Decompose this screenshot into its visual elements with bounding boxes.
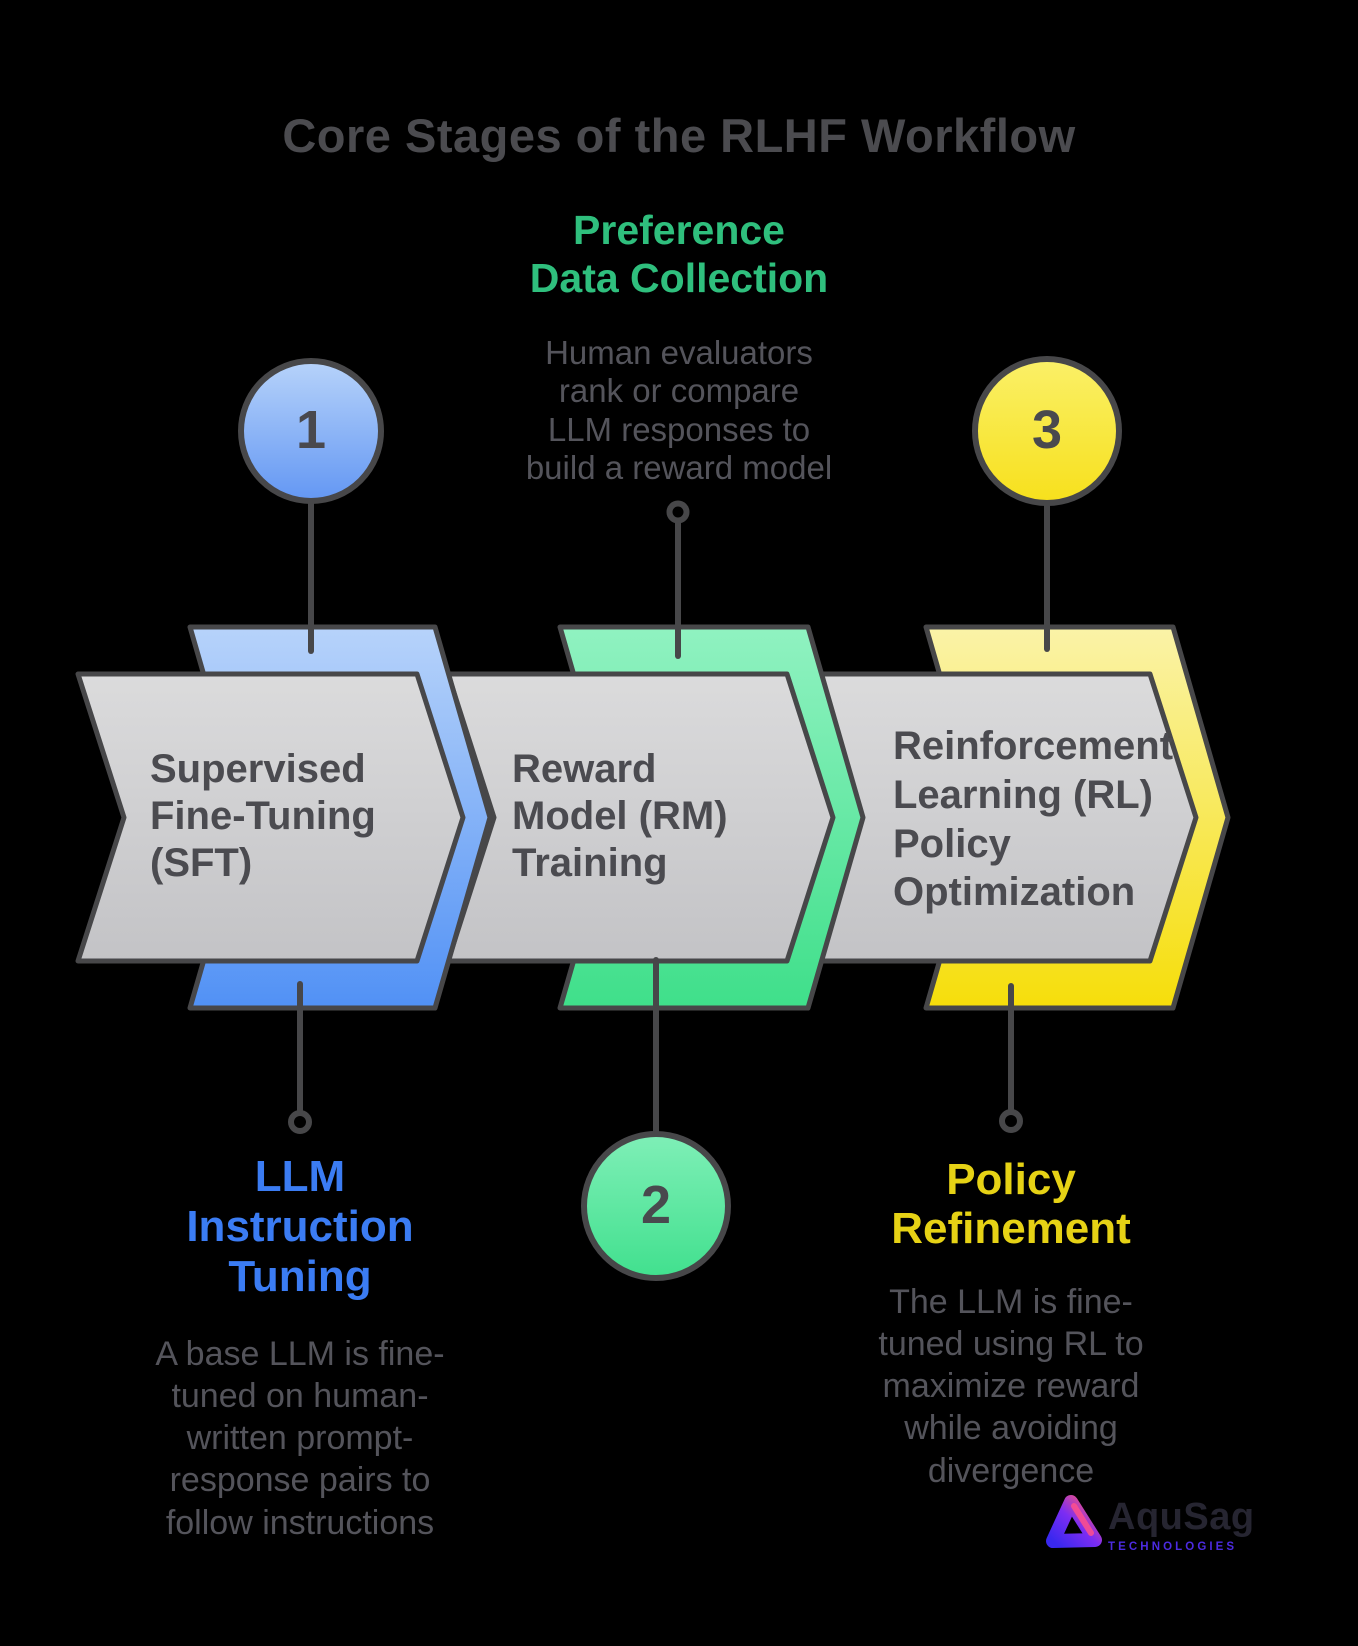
stage-1-arrow (75, 671, 466, 964)
stage-3-badge-circle (972, 356, 1122, 506)
stage-3-badge-number: 3 (1031, 399, 1063, 460)
stage-2-arrow (445, 671, 836, 964)
stage-2-top-connector-dot (666, 500, 690, 524)
aqusag-brand-tagline: TECHNOLOGIES (1108, 1541, 1238, 1553)
stage-2-badge-circle (581, 1131, 731, 1281)
stage-2-arrow-label: Reward Model (RM) Training (512, 747, 728, 886)
stage-1-badge-circle (238, 358, 384, 504)
stage-1-badge-number: 1 (295, 399, 327, 460)
stage-3-arrow-label: Reinforcement Learning (RL) Policy Optim… (893, 724, 1174, 915)
stage-3-callout-body: The LLM is fine- tuned using RL to maxim… (878, 1283, 1144, 1490)
stage-1-arrow-label: Supervised Fine-Tuning (SFT) (150, 747, 376, 886)
stage-1-callout-title: LLM Instruction Tuning (186, 1152, 414, 1302)
stage-2-callout-title: Preference Data Collection (529, 207, 829, 301)
stage-3-bottom-connector-dot (999, 1109, 1023, 1133)
page-title: Core Stages of the RLHF Workflow (282, 109, 1076, 162)
stage-3-callout-title: Policy Refinement (891, 1155, 1131, 1254)
stage-2-badge-number: 2 (640, 1174, 672, 1235)
aqusag-logo-icon-highlight (1071, 1503, 1094, 1536)
aqusag-brand-name: AquSag (1108, 1496, 1255, 1538)
stage-1-callout-body: A base LLM is fine- tuned on human- writ… (155, 1335, 445, 1542)
stage-2-callout-body: Human evaluators rank or compare LLM res… (525, 334, 833, 486)
stage-1-bottom-connector-dot (288, 1110, 312, 1134)
